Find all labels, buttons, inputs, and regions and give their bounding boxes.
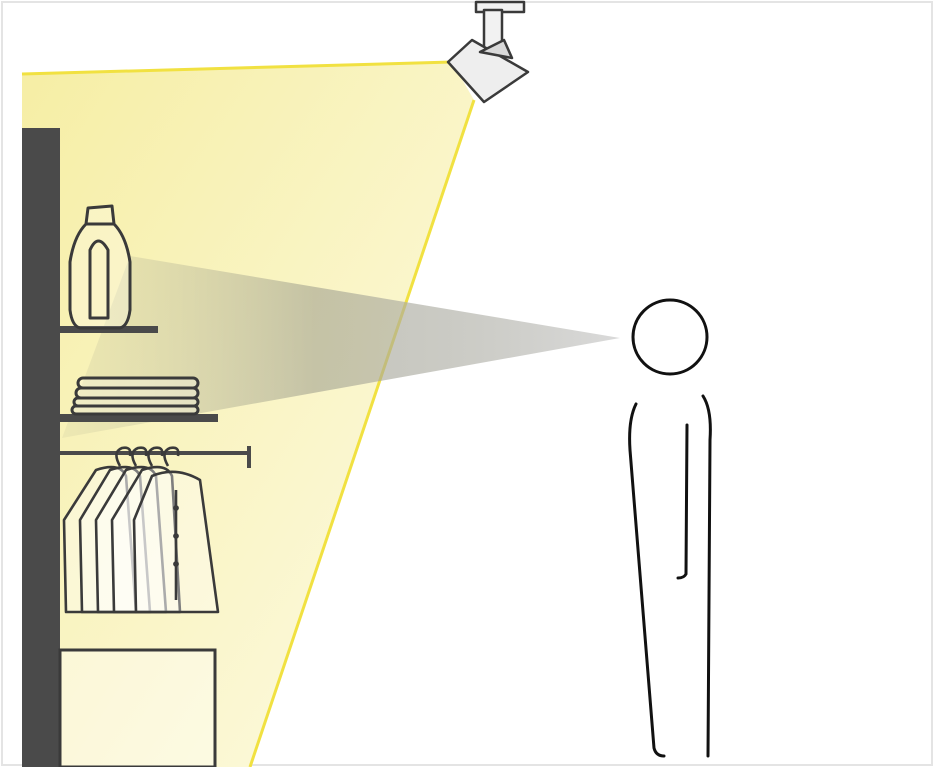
folded-clothes-stack-icon [70, 376, 200, 416]
light-cone-top-edge [21, 60, 453, 76]
hanging-rod [60, 446, 251, 468]
hanging-shirts-icon [62, 446, 220, 614]
person-head [631, 298, 709, 376]
torso-mannequin-icon [68, 204, 132, 330]
track-spotlight-icon [446, 0, 530, 104]
cabinet [58, 648, 217, 767]
light-cone-right-edge [248, 99, 476, 767]
standing-person-icon [628, 298, 712, 758]
sightline-cone [62, 256, 620, 438]
person-arm-line [676, 423, 689, 580]
person-front-line [701, 394, 712, 758]
person-back-line [628, 402, 666, 758]
wall [22, 128, 60, 767]
lower-shelf [60, 414, 218, 422]
